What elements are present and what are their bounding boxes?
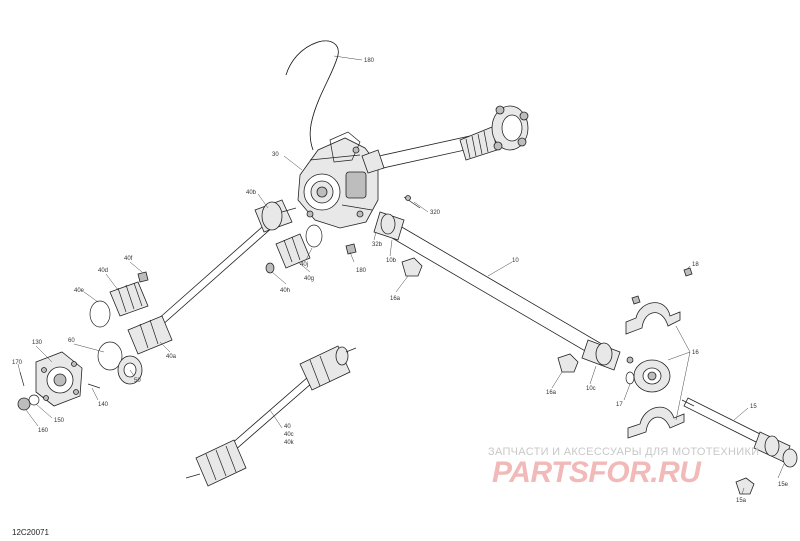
bracket-lower: [627, 406, 685, 439]
callout: 40: [284, 424, 291, 430]
callout: 18: [692, 262, 699, 268]
callout: 40d: [98, 268, 108, 274]
wheel-hub-130: [35, 351, 83, 407]
callout: 16a: [390, 296, 401, 302]
ring-17: [625, 371, 635, 385]
callout: 40g: [304, 276, 314, 282]
callout: 40h: [280, 288, 290, 294]
callout: 40c: [284, 432, 294, 438]
callout: 15: [750, 404, 757, 410]
boot-40g: [275, 233, 311, 269]
stud-170: [19, 371, 25, 387]
callout: 320: [430, 210, 441, 216]
front-right-axle: [185, 345, 357, 487]
callout: 140: [98, 402, 109, 408]
bolt-18: [683, 267, 693, 277]
washer-150: [28, 394, 40, 406]
bolt-140: [87, 383, 101, 389]
leader-lines: [17, 55, 785, 495]
clamp-40j: [305, 224, 323, 248]
callout: 160: [38, 428, 49, 434]
callout: 10: [512, 258, 519, 264]
callout: 30: [272, 152, 279, 158]
front-differential-housing: [297, 131, 385, 229]
clamp-40h: [265, 262, 275, 274]
propeller-shaft: [373, 211, 634, 371]
clamp-40e: [89, 300, 111, 328]
watermark-logo: PARTSFOR.RU: [492, 456, 701, 489]
boot-40d: [109, 281, 149, 317]
callout-labels: 180 30 40b 320 32b 10b 10 180 16a 18 40f…: [12, 58, 789, 504]
rear-cv-boot: [459, 126, 498, 161]
callout: 16: [692, 350, 699, 356]
retaining-ring-60: [97, 341, 123, 371]
coupler-16a-lower: [557, 353, 579, 373]
callout: 40e: [74, 288, 85, 294]
callout: 130: [32, 340, 43, 346]
coupler-15a: [735, 477, 755, 495]
callout: 17: [616, 402, 623, 408]
callout: 40b: [246, 190, 257, 196]
callout: 32b: [372, 242, 383, 248]
output-flange: [491, 105, 529, 151]
callout: 60: [68, 338, 75, 344]
callout: 180: [364, 58, 375, 64]
callout: 40a: [166, 354, 177, 360]
watermark-tagline: ЗАПЧАСТИ И АКСЕССУАРЫ ДЛЯ МОТОТЕХНИКИ: [488, 446, 760, 458]
callout: 15a: [736, 498, 747, 504]
callout: 180: [356, 268, 367, 274]
callout: 16a: [546, 390, 557, 396]
callout: 40j: [300, 262, 308, 268]
rear-drive-shaft-15: [681, 397, 798, 468]
callout: 40k: [284, 440, 295, 446]
callout: 10c: [586, 386, 596, 392]
front-left-axle: [127, 199, 297, 355]
carrier-bearing-16: [633, 359, 671, 393]
coupler-16a-upper: [401, 257, 423, 277]
callout: 40f: [124, 256, 133, 262]
callout: 15e: [778, 482, 789, 488]
diagram-reference-code: 12C20071: [12, 528, 49, 537]
clamp-40f: [137, 271, 149, 283]
nut-160: [17, 397, 31, 411]
callout: 170: [12, 360, 23, 366]
callout: 10b: [386, 258, 397, 264]
callout: 150: [54, 418, 65, 424]
callout: 50: [134, 378, 141, 384]
bracket-upper: [625, 302, 681, 335]
